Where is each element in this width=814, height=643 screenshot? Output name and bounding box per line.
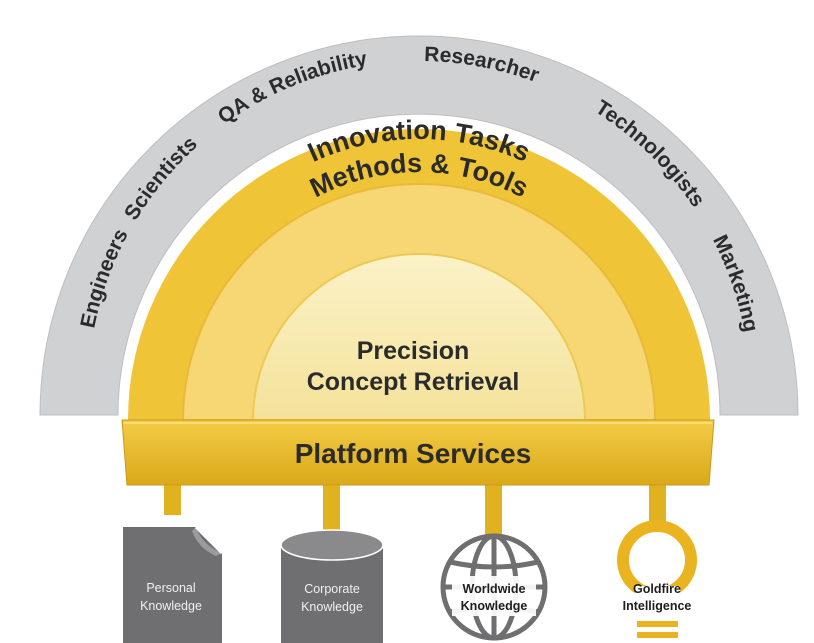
personal-knowledge-line2: Knowledge [140,599,202,613]
database-icon [280,529,384,643]
goldfire-intelligence-line1: Goldfire [633,582,681,596]
connector-goldfire [649,480,666,525]
goldfire-intelligence-source: Goldfire Intelligence [617,520,697,643]
core-label-line1: Precision [357,337,470,365]
platform-services-bar: Platform Services [121,419,715,486]
corporate-knowledge-line1: Corporate [304,582,360,596]
document-icon [123,527,222,643]
goldfire-intelligence-line2: Intelligence [623,599,692,613]
worldwide-knowledge-source: Worldwide Knowledge [440,533,548,641]
connector-personal [164,480,181,515]
connector-worldwide [485,480,502,538]
lightbulb-icon [617,520,697,643]
corporate-knowledge-source: Corporate Knowledge [280,529,384,643]
connectors [164,480,666,538]
role-band [39,35,799,416]
core-label-line2: Concept Retrieval [307,368,520,396]
precision-core [251,253,587,421]
personal-knowledge-line1: Personal [146,581,195,595]
personal-knowledge-source: Personal Knowledge [123,525,224,643]
worldwide-knowledge-line2: Knowledge [461,599,528,613]
connector-corporate [323,480,340,538]
worldwide-knowledge-line1: Worldwide [463,582,526,596]
platform-services-label: Platform Services [295,438,532,469]
corporate-knowledge-line2: Knowledge [301,600,363,614]
